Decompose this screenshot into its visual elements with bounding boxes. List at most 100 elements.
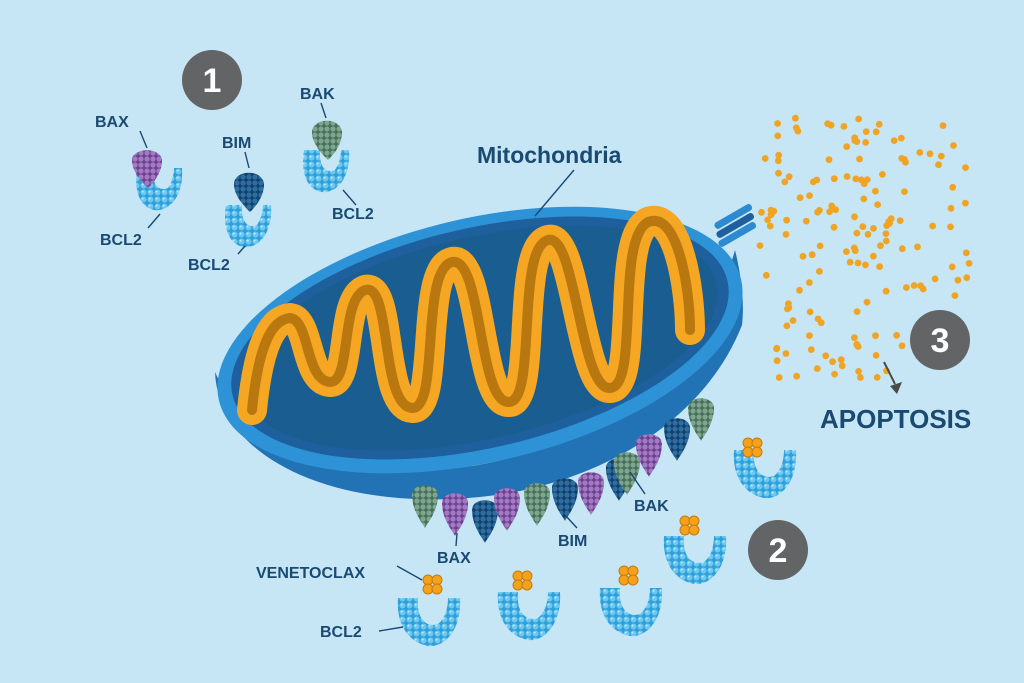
- step-badge-3: 3: [910, 310, 970, 370]
- apoptosis-label: APOPTOSIS: [820, 404, 971, 434]
- apoptosis-particle: [862, 261, 869, 269]
- apoptosis-particle: [806, 192, 813, 200]
- apoptosis-particle: [898, 342, 906, 350]
- apoptosis-particle: [796, 194, 804, 202]
- apoptosis-particle: [882, 237, 890, 245]
- apoptosis-particle: [827, 121, 835, 129]
- apoptosis-particle: [792, 124, 800, 132]
- apoptosis-particle: [877, 242, 884, 250]
- apoptosis-particle: [846, 258, 854, 266]
- apoptosis-particle: [962, 164, 969, 172]
- apoptosis-particle: [774, 157, 782, 165]
- apoptosis-particle: [809, 178, 817, 186]
- venetoclax-bcl2-complex: [733, 437, 797, 499]
- membrane-proteins: [412, 398, 714, 543]
- apoptosis-particle: [853, 308, 861, 315]
- apoptosis-particle: [910, 282, 918, 289]
- apoptosis-particle: [773, 357, 781, 365]
- label-bcl2-top-right: BCL2: [332, 206, 374, 223]
- apoptosis-particle: [852, 175, 860, 183]
- apoptosis-particle: [796, 286, 803, 294]
- apoptosis-particle: [882, 287, 890, 295]
- label-bcl2-top-left: BCL2: [100, 232, 142, 249]
- bax-membrane-protein: [494, 488, 520, 531]
- mitochondrion: [215, 204, 757, 500]
- apoptosis-particle: [822, 352, 830, 360]
- apoptosis-particle: [843, 143, 851, 151]
- venetoclax-bcl2-complexes: [397, 437, 797, 647]
- apoptosis-particle: [761, 155, 769, 162]
- venetoclax-bcl2-complex: [397, 574, 461, 647]
- apoptosis-particle: [808, 251, 816, 259]
- apoptosis-particle: [850, 244, 858, 252]
- apoptosis-particle: [816, 242, 824, 250]
- apoptosis-particle: [767, 206, 775, 214]
- apoptosis-particle: [951, 292, 959, 299]
- apoptosis-particle: [853, 340, 861, 348]
- apoptosis-particle: [949, 183, 957, 191]
- apoptosis-particle: [785, 300, 792, 308]
- apoptosis-particle: [872, 128, 880, 136]
- apoptosis-particle: [935, 161, 942, 169]
- apoptosis-particle: [829, 358, 836, 366]
- apoptosis-particle: [872, 187, 879, 195]
- apoptosis-particle: [826, 208, 833, 216]
- label-bim-top: BIM: [222, 135, 251, 152]
- apoptosis-particle: [954, 276, 962, 284]
- apoptosis-particle: [950, 142, 957, 149]
- label-bcl2-bottom: BCL2: [320, 624, 362, 641]
- bcl2-protein: [303, 150, 350, 193]
- apoptosis-particle: [876, 263, 883, 270]
- venetoclax-bcl2-complex: [497, 570, 561, 641]
- apoptosis-particle: [962, 249, 970, 257]
- apoptosis-particle: [882, 230, 890, 238]
- apoptosis-particle: [806, 332, 813, 339]
- bcl2-protein: [663, 536, 727, 585]
- apoptosis-particle: [926, 150, 934, 158]
- apoptosis-particle: [870, 225, 877, 232]
- apoptosis-particle: [806, 308, 814, 316]
- apoptosis-particle: [783, 216, 790, 224]
- apoptosis-particle: [853, 229, 861, 237]
- label-bak-top: BAK: [300, 86, 335, 103]
- apoptosis-particle: [851, 213, 858, 221]
- apoptosis-particle: [789, 317, 797, 324]
- apoptosis-particle: [963, 274, 971, 281]
- venetoclax-bcl2-complex: [599, 565, 663, 637]
- label-bak-membrane: BAK: [634, 498, 669, 515]
- label-bax-membrane: BAX: [437, 550, 471, 567]
- mitochondria-outer-rim: [215, 250, 743, 500]
- apoptosis-particle: [897, 134, 905, 142]
- step-number-1: 1: [203, 62, 222, 100]
- apoptosis-particle: [802, 217, 810, 225]
- bcl2-protein: [733, 450, 797, 499]
- apoptosis-particle: [962, 199, 969, 207]
- bim-protein: [234, 172, 264, 212]
- apoptosis-particle: [843, 173, 851, 180]
- apoptosis-particle: [965, 260, 973, 267]
- label-bcl2-top-mid: BCL2: [188, 257, 230, 274]
- apoptosis-particle: [860, 195, 868, 203]
- apoptosis-particle: [879, 171, 886, 178]
- apoptosis-particle: [774, 132, 782, 140]
- apoptosis-particle: [756, 242, 764, 250]
- apoptosis-arrow: [883, 361, 902, 394]
- leader-lines: [139, 102, 646, 632]
- apoptosis-particle: [814, 315, 822, 323]
- bcl2-protein: [225, 205, 272, 248]
- apoptosis-particle: [857, 374, 864, 381]
- bak-membrane-protein: [614, 452, 640, 495]
- step-number-3: 3: [931, 322, 950, 360]
- apoptosis-particle: [862, 128, 870, 136]
- apoptosis-particle: [843, 248, 850, 256]
- bak-membrane-protein: [688, 398, 714, 441]
- apoptosis-particle: [917, 282, 925, 290]
- apoptosis-particle: [863, 298, 871, 306]
- apoptosis-particle: [859, 223, 867, 231]
- apoptosis-particle: [775, 169, 782, 177]
- apoptosis-particle: [947, 223, 954, 231]
- apoptosis-particle: [840, 123, 848, 130]
- apoptosis-particle: [838, 362, 846, 370]
- label-venetoclax: VENETOCLAX: [256, 565, 365, 582]
